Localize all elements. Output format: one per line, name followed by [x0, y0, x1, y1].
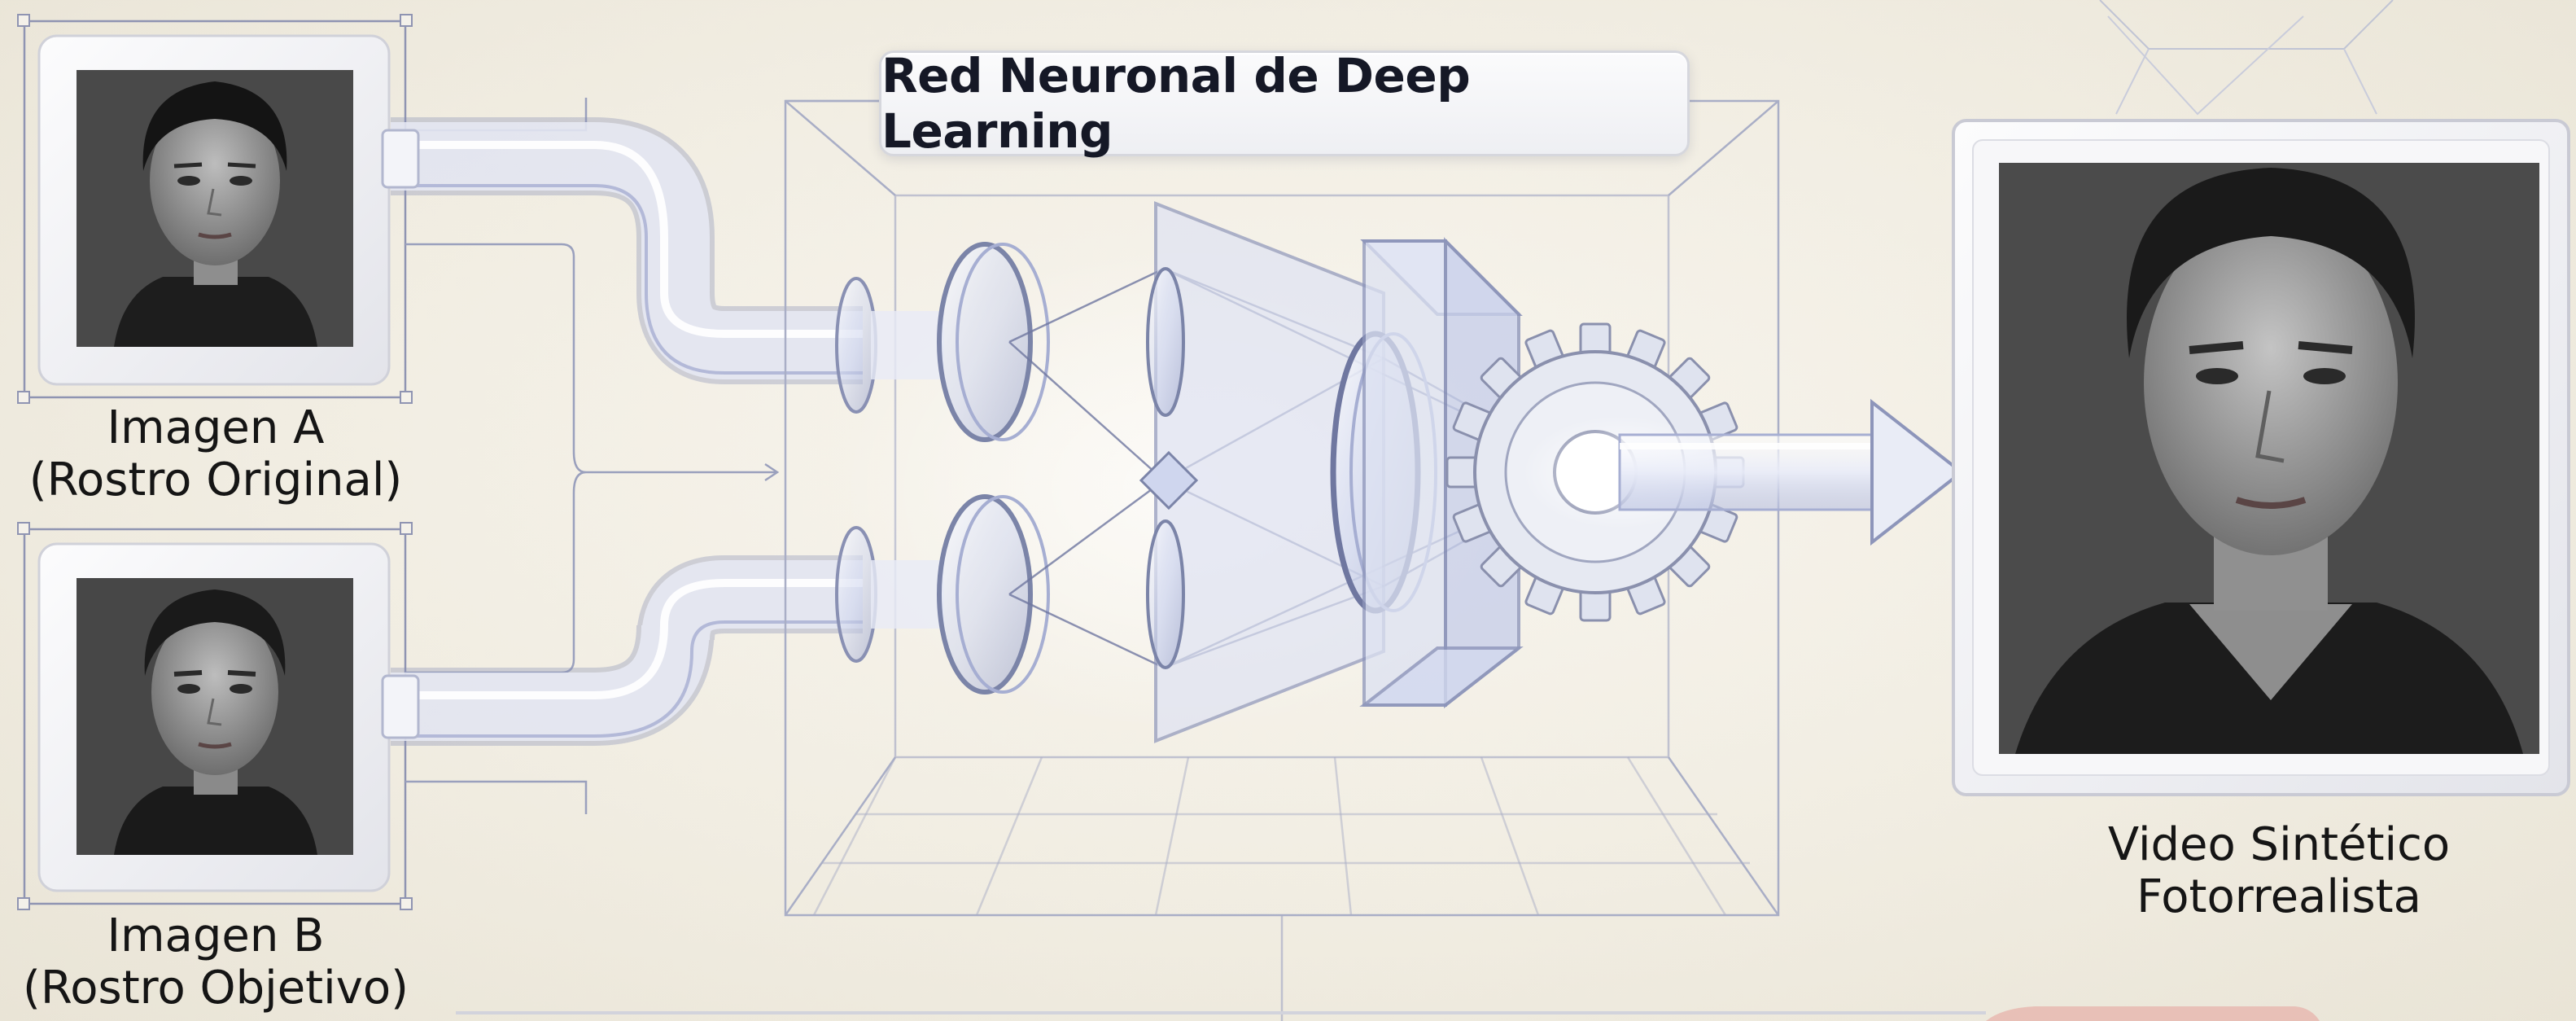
- input-b-label-line1: Imagen B: [107, 909, 325, 962]
- input-a-label-line2: (Rostro Original): [28, 454, 403, 506]
- input-b-label: Imagen B (Rostro Objetivo): [0, 910, 431, 1014]
- input-a-label: Imagen A (Rostro Original): [0, 402, 431, 506]
- face-image-b: [77, 578, 353, 855]
- glass-tube-top: [381, 117, 863, 384]
- output-panel: [1952, 0, 2570, 796]
- output-label-line1: Video Sintético: [2107, 818, 2451, 871]
- prism-element: [1139, 201, 1385, 743]
- input-lenses: [835, 277, 944, 663]
- input-a-panel: [17, 14, 413, 404]
- bottom-accent: [1986, 1006, 2320, 1021]
- primary-lenses: [937, 242, 1050, 695]
- input-b-panel: [17, 522, 413, 910]
- input-a-label-line1: Imagen A: [107, 401, 325, 454]
- synthetic-face-image: [1999, 163, 2539, 754]
- output-label: Video Sintético Fotorrealista: [1962, 819, 2576, 923]
- network-title: Red Neuronal de Deep Learning: [879, 48, 1690, 159]
- face-image-a: [77, 70, 353, 347]
- output-label-line2: Fotorrealista: [2136, 870, 2421, 923]
- output-arrow: [1522, 398, 1965, 546]
- input-b-label-line2: (Rostro Objetivo): [23, 962, 409, 1014]
- glass-tube-bottom: [381, 555, 863, 746]
